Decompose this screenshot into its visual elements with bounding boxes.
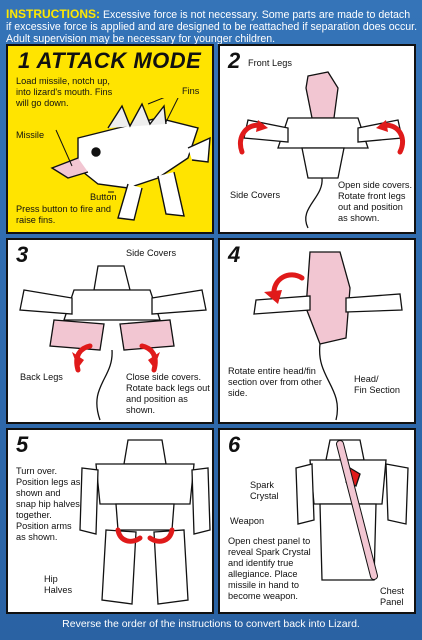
step-6-number: 6 [228,432,241,457]
panel-step-2: 2 Front Legs Side Covers Open side cover… [218,44,416,234]
step-5-text: Turn over. Position legs as shown and sn… [16,466,81,542]
panel-step-4: 4 Rotate entire head/fin section over fr… [218,238,416,424]
step-1-text-top: Load missile, notch up, into lizard's mo… [16,76,113,108]
instructions-label: INSTRUCTIONS: [6,7,100,21]
panel-step-3: 3 Side Covers Back Legs Close side cover… [6,238,214,424]
label-weapon: Weapon [230,516,265,526]
robot-step-3-illustration [19,265,207,421]
step-1-number: 1 [18,48,31,73]
step-5-number: 5 [16,432,29,457]
label-head-fin-2: Fin Section [354,385,400,395]
label-missile: Missile [16,130,45,140]
label-chest-2: Panel [380,597,404,607]
footer-note: Reverse the order of the instructions to… [62,618,360,630]
label-hip-1: Hip [44,574,58,584]
label-head-fin-1: Head/ [354,374,379,384]
robot-step-5-illustration [79,439,211,605]
instructions-text: Excessive force is not necessary. Some p… [6,9,418,45]
step-2-number: 2 [228,48,241,73]
robot-step-6-illustration [295,439,409,581]
label-side-covers-3: Side Covers [126,248,177,258]
mode-name: ATTACK MODE [36,48,202,73]
panel-step-6: 6 Spark Crystal Weapon Open chest panel … [218,428,416,614]
label-side-covers: Side Covers [230,190,281,200]
label-fins: Fins [182,86,200,96]
label-button: Button [90,192,117,202]
safety-instructions: INSTRUCTIONS: Excessive force is not nec… [6,8,418,45]
step-4-number: 4 [228,242,241,267]
step-6-text: Open chest panel to reveal Spark Crystal… [228,536,311,601]
panel-step-1: 1 ATTACK MODE Load missile, notch up, in… [6,44,214,234]
step-4-text: Rotate entire head/fin section over from… [228,366,322,398]
attack-mode-title: 1 ATTACK MODE [18,48,201,74]
label-chest-1: Chest [380,586,405,596]
label-hip-2: Halves [44,585,73,595]
label-front-legs: Front Legs [248,58,292,68]
lizard-illustration [50,98,211,221]
label-back-legs: Back Legs [20,372,63,382]
robot-step-4-illustration [253,251,403,421]
robot-step-2-illustration [238,71,406,229]
step-3-number: 3 [16,242,29,267]
panel-step-5: 5 Turn over. Position legs as shown and … [6,428,214,614]
label-spark-1: Spark [250,480,275,490]
step-3-text: Close side covers. Rotate back legs out … [126,372,210,415]
step-2-text: Open side covers. Rotate front legs out … [338,180,413,223]
label-spark-2: Crystal [250,491,279,501]
step-1-text-bottom: Press button to fire and raise fins. [16,204,111,225]
